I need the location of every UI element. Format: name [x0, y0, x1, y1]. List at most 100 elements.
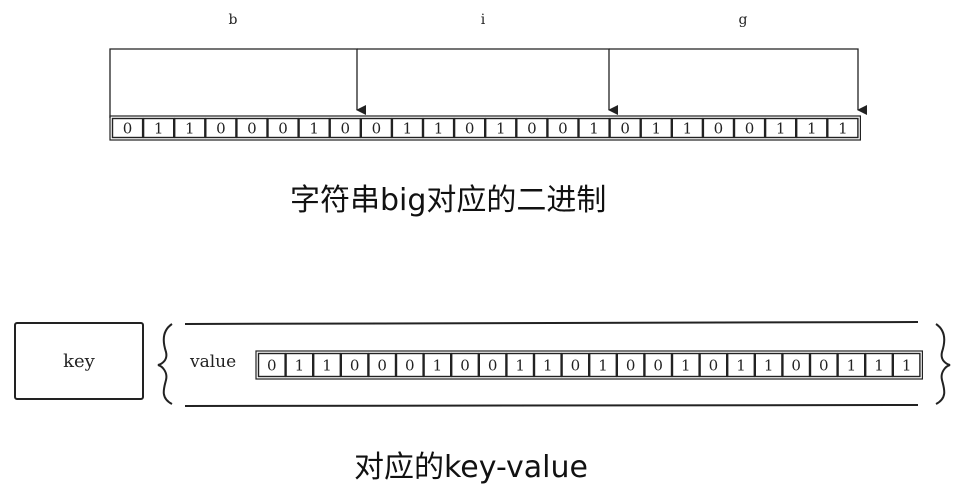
- value-bit-cell: [506, 352, 535, 378]
- binary-caption: 字符串big对应的二进制: [290, 183, 607, 218]
- value-top-line: [184, 321, 919, 325]
- top-bit-cell: [173, 117, 206, 139]
- value-bit-cell: [561, 352, 590, 378]
- top-bit-cell: [391, 117, 424, 139]
- value-bit-value: 1: [902, 357, 912, 375]
- top-bit-value: 1: [683, 120, 693, 138]
- value-bit-value: 0: [709, 357, 719, 375]
- letter-b: b: [229, 12, 238, 28]
- top-bit-value: 0: [123, 120, 133, 138]
- top-bit-cell: [547, 117, 579, 139]
- top-bit-cell: [578, 117, 610, 139]
- top-bit-cell: [609, 117, 641, 139]
- value-bit-cell: [892, 352, 921, 378]
- top-bit-value: 1: [434, 120, 444, 138]
- value-bit-cell: [395, 352, 424, 378]
- bracket-i: [357, 48, 618, 115]
- top-bit-cell: [298, 117, 330, 139]
- value-bit-cell: [589, 352, 618, 378]
- top-bit-cell: [827, 117, 859, 139]
- value-bit-value: 0: [267, 357, 277, 375]
- key-label: key: [63, 350, 95, 372]
- value-bit-cell: [451, 352, 480, 378]
- top-bit-value: 0: [714, 120, 724, 138]
- top-bit-value: 0: [558, 120, 568, 138]
- top-bit-value: 1: [309, 120, 319, 138]
- top-bit-cell: [516, 117, 548, 139]
- top-bit-value: 1: [154, 120, 164, 138]
- top-bit-cell: [360, 117, 393, 139]
- top-bit-cell: [142, 117, 175, 139]
- top-bit-cell: [733, 117, 766, 139]
- bracket-b: [109, 48, 366, 118]
- value-bit-value: 0: [819, 357, 829, 375]
- value-bit-cell: [257, 352, 286, 378]
- value-bit-value: 1: [543, 357, 553, 375]
- key-value-caption: 对应的key-value: [354, 450, 588, 485]
- value-bit-value: 1: [598, 357, 608, 375]
- top-bit-value: 0: [372, 120, 382, 138]
- value-bit-value: 0: [488, 357, 498, 375]
- value-bit-value: 1: [295, 357, 305, 375]
- value-bit-value: 0: [791, 357, 801, 375]
- value-bit-cell: [754, 352, 783, 378]
- value-bit-cell: [285, 352, 314, 378]
- value-label: value: [190, 352, 237, 372]
- value-bit-value: 1: [681, 357, 691, 375]
- value-bit-cell: [644, 352, 673, 378]
- top-bit-frame: [109, 115, 862, 141]
- top-bit-value: 0: [340, 120, 350, 138]
- value-bit-value: 1: [322, 357, 332, 375]
- top-bit-cell: [205, 117, 237, 139]
- top-bit-cell: [764, 117, 797, 139]
- value-bit-cell: [533, 352, 562, 378]
- bracket-g: [609, 48, 867, 115]
- top-bit-value: 0: [745, 120, 755, 138]
- value-wrapper: [157, 321, 951, 407]
- top-bit-cell: [640, 117, 673, 139]
- top-bit-value: 1: [807, 120, 817, 138]
- value-bit-frame: [255, 350, 924, 380]
- value-bit-value: 0: [377, 357, 387, 375]
- top-bit-value: 0: [278, 120, 288, 138]
- byte-brackets: [109, 48, 867, 118]
- value-bit-cell: [782, 352, 811, 378]
- byte-letters: b i g: [229, 12, 748, 28]
- value-bit-cell: [340, 352, 369, 378]
- left-curly-brace: [157, 323, 173, 405]
- top-bit-value: 1: [403, 120, 413, 138]
- value-bit-value: 1: [874, 357, 884, 375]
- value-bit-cell: [368, 352, 397, 378]
- value-bit-cell: [837, 352, 866, 378]
- top-bit-value: 0: [216, 120, 226, 138]
- value-bit-value: 0: [405, 357, 415, 375]
- top-bit-cell: [485, 117, 517, 139]
- value-bit-value: 0: [460, 357, 470, 375]
- top-bit-value: 1: [651, 120, 661, 138]
- value-bit-value: 1: [736, 357, 746, 375]
- top-bit-value: 1: [776, 120, 786, 138]
- top-bit-cell: [329, 117, 362, 139]
- value-bit-value: 0: [626, 357, 636, 375]
- top-bit-cell: [422, 117, 455, 139]
- value-bit-cell: [313, 352, 342, 378]
- top-bit-value: 0: [465, 120, 475, 138]
- value-bottom-line: [184, 404, 919, 407]
- top-bit-value: 0: [247, 120, 257, 138]
- value-bit-cell: [809, 352, 838, 378]
- value-bit-cell: [727, 352, 756, 378]
- value-bit-value: 0: [350, 357, 360, 375]
- top-bit-cell: [796, 117, 828, 139]
- top-bit-value: 0: [620, 120, 630, 138]
- value-bit-value: 1: [515, 357, 525, 375]
- value-bit-value: 1: [433, 357, 443, 375]
- letter-i: i: [481, 12, 486, 28]
- value-bit-cell: [478, 352, 507, 378]
- top-bit-value: 1: [589, 120, 599, 138]
- value-bit-cell: [671, 352, 700, 378]
- value-bit-cell: [865, 352, 894, 378]
- top-bit-value: 1: [185, 120, 195, 138]
- value-bit-cell: [616, 352, 645, 378]
